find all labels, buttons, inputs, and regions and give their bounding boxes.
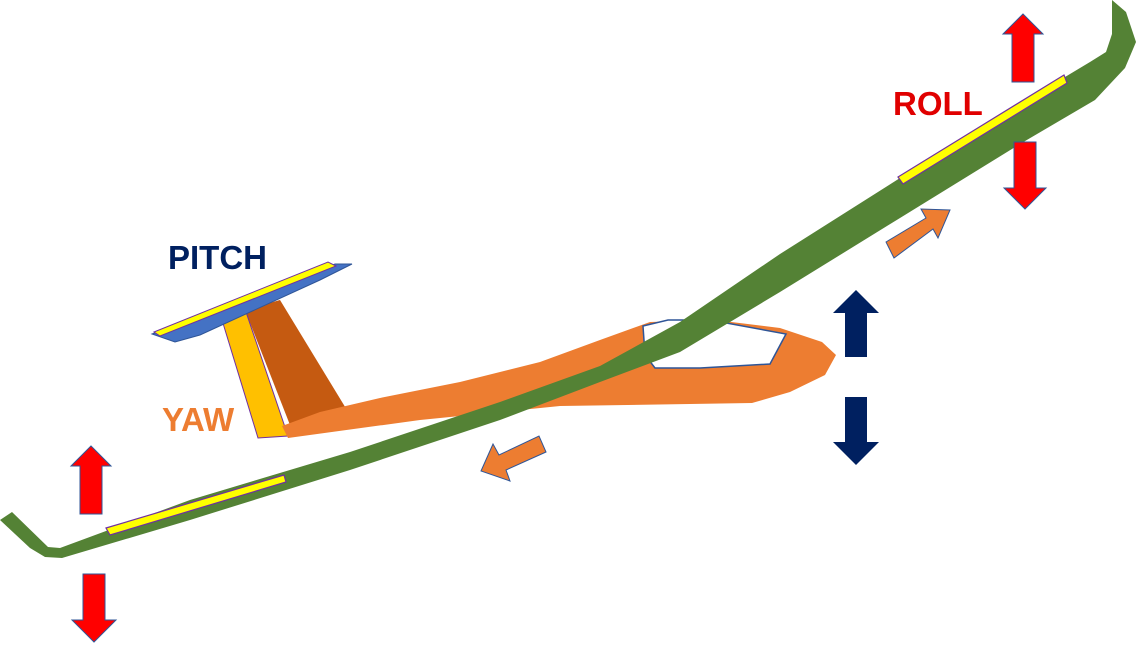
main-wing <box>0 0 1136 558</box>
arrow-up-icon <box>69 445 113 515</box>
arrow-down-icon <box>833 397 879 465</box>
roll-label: ROLL <box>893 85 983 122</box>
left-aileron <box>105 474 287 536</box>
arrow-up-icon <box>833 290 879 357</box>
yaw-label: YAW <box>162 401 235 438</box>
elevator <box>152 261 338 337</box>
pitch-label: PITCH <box>168 239 267 276</box>
right-aileron <box>897 74 1068 185</box>
arrow-forward-icon <box>885 208 951 259</box>
horizontal-stabilizer <box>150 263 353 343</box>
arrow-up-icon <box>1001 13 1045 83</box>
arrow-down-icon <box>70 573 118 643</box>
vertical-fin <box>245 300 350 425</box>
arrow-backward-icon <box>480 435 547 482</box>
arrow-down-icon <box>1002 141 1048 210</box>
